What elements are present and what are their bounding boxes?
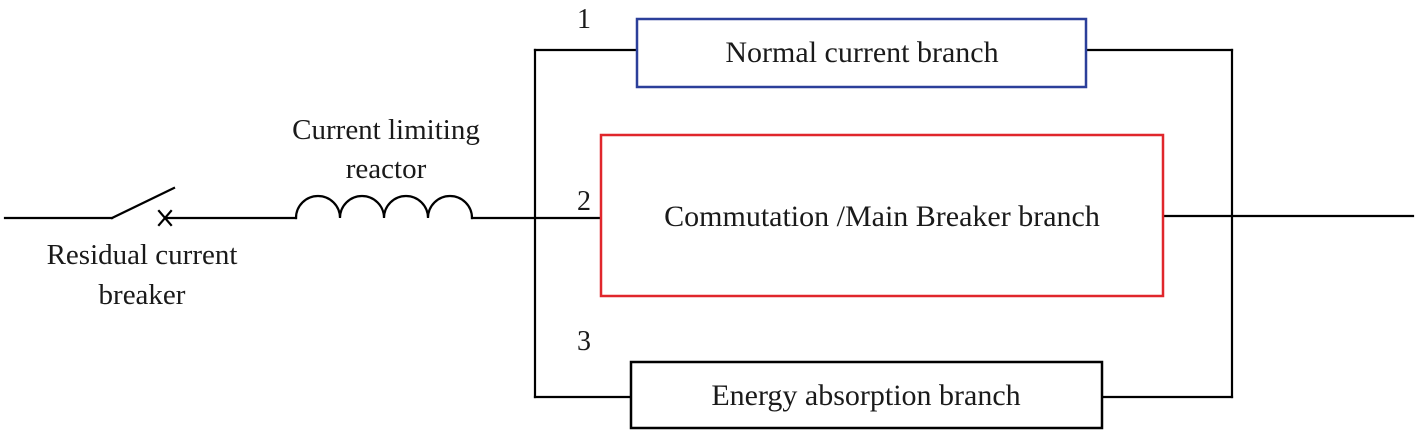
- commutation-main-breaker-branch-label: Commutation /Main Breaker branch: [664, 200, 1100, 233]
- commutation-main-breaker-branch-box: [599, 133, 1165, 298]
- normal-current-branch-box: [635, 17, 1088, 89]
- reactor-label-line2: reactor: [346, 153, 427, 185]
- branch-number-3: 3: [577, 326, 591, 357]
- energy-absorption-branch-box: [629, 360, 1104, 430]
- branch-number-1: 1: [577, 4, 591, 35]
- breaker-label-line1: Residual current: [47, 239, 238, 271]
- residual-current-breaker-symbol: [110, 186, 176, 227]
- reactor-label-line1: Current limiting: [292, 114, 480, 146]
- normal-current-branch-label: Normal current branch: [725, 36, 998, 69]
- breaker-label-line2: breaker: [99, 279, 186, 311]
- branch-number-2: 2: [577, 186, 591, 217]
- current-limiting-reactor-symbol: [294, 194, 474, 220]
- energy-absorption-branch-label: Energy absorption branch: [711, 379, 1020, 412]
